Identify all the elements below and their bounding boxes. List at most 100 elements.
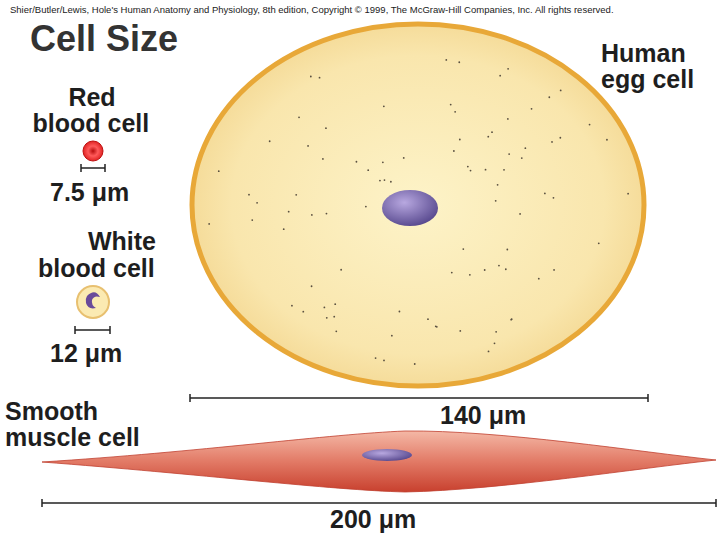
copyright-notice: Shier/Butler/Lewis, Hole's Human Anatomy…: [10, 4, 614, 16]
cytoplasm-dot: [256, 202, 258, 204]
cytoplasm-dot: [310, 76, 312, 78]
cytoplasm-dot: [503, 169, 505, 171]
cytoplasm-dot: [451, 272, 453, 274]
egg-cell: [192, 24, 644, 386]
cytoplasm-dot: [403, 157, 405, 159]
cytoplasm-dot: [445, 59, 447, 61]
cytoplasm-dot: [288, 211, 290, 213]
cytoplasm-dot: [505, 268, 507, 270]
cytoplasm-dot: [469, 274, 471, 276]
cytoplasm-dots: [208, 59, 629, 365]
cytoplasm-dot: [298, 116, 300, 118]
cytoplasm-dot: [491, 131, 493, 133]
cytoplasm-dot: [323, 307, 325, 309]
cytoplasm-dot: [414, 363, 416, 365]
cytoplasm-dot: [589, 124, 591, 126]
cytoplasm-dot: [548, 96, 550, 98]
cytoplasm-dot: [248, 194, 250, 196]
cytoplasm-dot: [495, 331, 497, 333]
cytoplasm-dot: [498, 265, 500, 267]
cytoplasm-dot: [524, 147, 526, 149]
cytoplasm-dot: [544, 193, 546, 195]
cytoplasm-dot: [218, 170, 220, 172]
cytoplasm-dot: [326, 317, 328, 319]
cytoplasm-dot: [553, 269, 555, 271]
cytoplasm-dot: [383, 360, 385, 362]
cytoplasm-dot: [551, 141, 553, 143]
cytoplasm-dot: [511, 318, 513, 320]
cytoplasm-dot: [497, 184, 499, 186]
cytoplasm-dot: [538, 278, 540, 280]
cytoplasm-dot: [436, 326, 438, 328]
dimension-label: 7.5 μm: [50, 178, 129, 206]
cell-nucleus: [382, 190, 438, 226]
cytoplasm-dot: [283, 228, 285, 230]
cytoplasm-dot: [531, 108, 533, 110]
scale-bar: [42, 499, 716, 507]
cytoplasm-dot: [494, 342, 496, 344]
cytoplasm-dot: [459, 139, 461, 141]
cell-nucleus: [86, 292, 100, 308]
cytoplasm-dot: [269, 140, 271, 142]
dimension-label: 140 μm: [440, 401, 526, 429]
cytoplasm-dot: [495, 200, 497, 202]
dimension-label: 200 μm: [330, 507, 416, 532]
cytoplasm-dot: [459, 330, 461, 332]
cell-nucleus: [362, 449, 412, 461]
cytoplasm-dot: [488, 350, 490, 352]
cell-name: Smooth muscle cell: [5, 398, 142, 450]
cytoplasm-dot: [427, 318, 429, 320]
cytoplasm-dot: [251, 219, 253, 221]
cytoplasm-dot: [453, 150, 455, 152]
cytoplasm-dot: [462, 248, 464, 250]
cytoplasm-dot: [499, 75, 501, 77]
cytoplasm-dot: [519, 213, 521, 215]
cytoplasm-dot: [391, 335, 393, 337]
cytoplasm-dot: [375, 357, 377, 359]
cytoplasm-dot: [382, 161, 384, 163]
cell-name: Human egg cell: [601, 40, 697, 92]
diagram-title: Cell Size: [30, 18, 178, 60]
cytoplasm-dot: [510, 319, 512, 321]
cytoplasm-dot: [627, 193, 629, 195]
cytoplasm-dot: [467, 166, 469, 168]
cytoplasm-dot: [208, 223, 210, 225]
cytoplasm-dot: [485, 169, 487, 171]
cytoplasm-dot: [325, 127, 327, 129]
cytoplasm-dot: [365, 206, 367, 208]
scale-bar: [75, 326, 110, 334]
cytoplasm-dot: [470, 170, 472, 172]
cytoplasm-dot: [379, 180, 381, 182]
cytoplasm-dot: [291, 305, 293, 307]
cytoplasm-dot: [507, 118, 509, 120]
cytoplasm-dot: [454, 111, 456, 113]
cytoplasm-dot: [506, 249, 508, 251]
cytoplasm-dot: [553, 197, 555, 199]
cytoplasm-dot: [311, 285, 313, 287]
cytoplasm-dot: [390, 181, 392, 183]
cytoplasm-dot: [319, 77, 321, 79]
cytoplasm-dot: [334, 303, 336, 305]
cytoplasm-dot: [384, 179, 386, 181]
cytoplasm-dot: [295, 194, 297, 196]
cytoplasm-dot: [559, 137, 561, 139]
cell-name: White blood cell: [38, 228, 157, 282]
cytoplasm-dot: [507, 68, 509, 70]
cytoplasm-dot: [458, 61, 460, 63]
dimension-label: 12 μm: [50, 339, 122, 367]
cytoplasm-dot: [335, 330, 337, 332]
scale-bar: [81, 164, 105, 172]
cytoplasm-dot: [367, 169, 369, 171]
cytoplasm-dot: [311, 214, 313, 216]
smooth-muscle-cell: [42, 431, 716, 492]
cytoplasm-dot: [383, 105, 385, 107]
cytoplasm-dot: [450, 104, 452, 106]
cytoplasm-dot: [487, 136, 489, 138]
cytoplasm-dot: [307, 145, 309, 147]
cytoplasm-dot: [340, 269, 342, 271]
cytoplasm-dot: [333, 316, 335, 318]
cytoplasm-dot: [598, 242, 600, 244]
scale-bar: [190, 394, 648, 402]
white-blood-cell: [77, 286, 109, 318]
